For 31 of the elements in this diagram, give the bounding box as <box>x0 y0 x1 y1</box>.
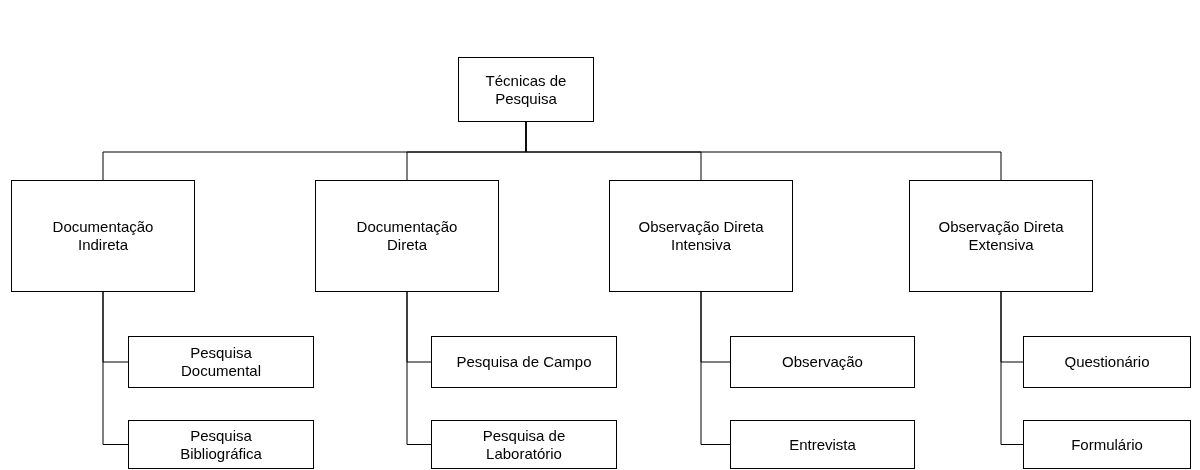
node-label: Pesquisa Documental <box>179 344 262 380</box>
root-box <box>458 57 594 122</box>
node-label: Observação Direta Extensiva <box>937 218 1065 254</box>
node-label: Técnicas de Pesquisa <box>484 71 568 108</box>
connector-line <box>102 291 129 445</box>
category-box <box>128 420 314 469</box>
connector-line <box>525 121 1002 181</box>
category-box <box>730 336 915 388</box>
node-label: Entrevista <box>789 435 856 454</box>
connector-line <box>1000 291 1024 445</box>
category-box <box>909 180 1093 292</box>
node-label: Pesquisa de Laboratório <box>481 426 567 463</box>
node-label: Pesquisa de Campo <box>456 353 592 371</box>
category-box <box>1023 336 1191 388</box>
node-label: Observação <box>782 353 863 371</box>
node-label: Questionário <box>1064 353 1150 371</box>
category-box <box>431 420 617 469</box>
category-box <box>1023 420 1191 469</box>
category-box <box>431 336 617 388</box>
category-box <box>128 336 314 388</box>
node-label: Documentação Indireta <box>51 218 155 254</box>
node-label: Observação Direta Intensiva <box>637 218 765 254</box>
node-label: Documentação Direta <box>355 218 459 254</box>
category-box <box>11 180 195 292</box>
node-label: Pesquisa Bibliográfica <box>179 426 263 463</box>
category-box <box>315 180 499 292</box>
node-label: Formulário <box>1071 435 1143 454</box>
connector-line <box>700 291 731 445</box>
category-box <box>609 180 793 292</box>
category-box <box>730 420 915 469</box>
connector-line <box>406 291 432 445</box>
